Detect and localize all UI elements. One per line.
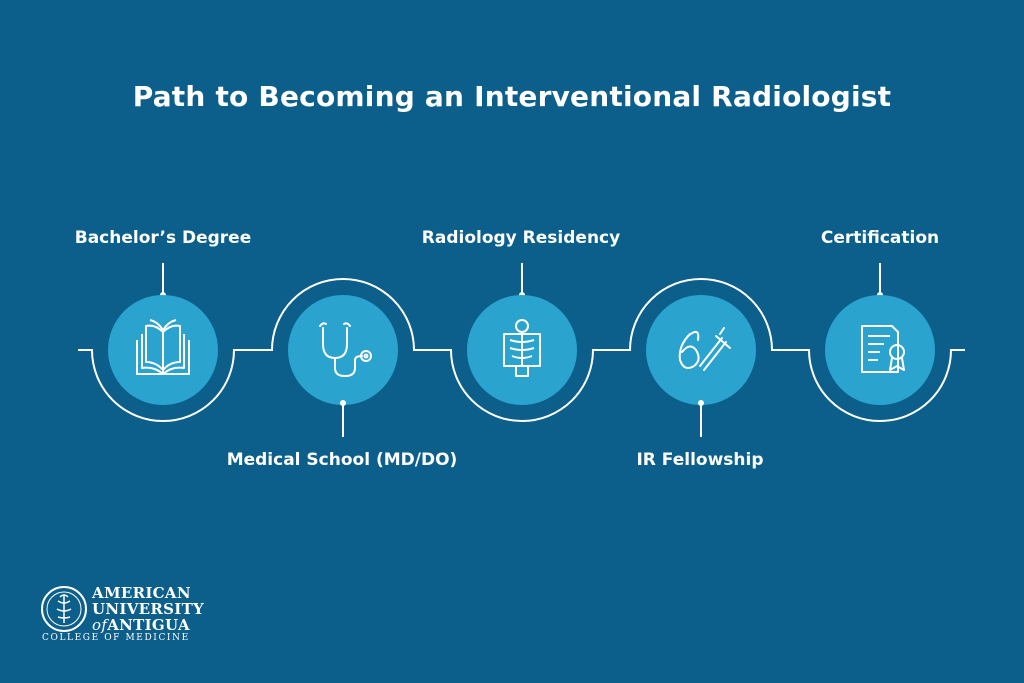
step-medical-school	[288, 295, 398, 437]
logo-antigua: ANTIGUA	[107, 616, 190, 634]
step-bachelors	[108, 263, 218, 405]
logo-of: of	[92, 616, 108, 634]
book-icon	[136, 319, 190, 375]
stethoscope-icon	[319, 322, 372, 378]
logo-line-2: UNIVERSITY	[92, 600, 205, 618]
step-label-medical-school: Medical School (MD/DO)	[226, 450, 458, 470]
logo-line-3: ofANTIGUA	[92, 617, 204, 633]
connector-path	[78, 278, 965, 422]
logo-line-1: AMERICAN	[92, 584, 191, 602]
page-title: Path to Becoming an Interventional Radio…	[132, 80, 892, 113]
university-logo: AMERICAN UNIVERSITY ofANTIGUA COLLEGE OF…	[40, 585, 210, 647]
logo-wordmark: AMERICAN UNIVERSITY ofANTIGUA	[92, 585, 204, 633]
step-label-certification: Certification	[820, 228, 940, 248]
step-label-ir-fellowship: IR Fellowship	[636, 450, 764, 470]
catheter-icon	[678, 327, 731, 371]
logo-subtitle: COLLEGE OF MEDICINE	[42, 633, 190, 643]
xray-icon	[503, 319, 541, 377]
seal-icon	[41, 586, 87, 632]
step-label-radiology-residency: Radiology Residency	[421, 228, 621, 248]
certificate-icon	[861, 325, 905, 373]
step-label-bachelors: Bachelor’s Degree	[74, 228, 252, 248]
step-radiology-residency	[467, 263, 577, 405]
step-certification	[825, 263, 935, 405]
step-ir-fellowship	[646, 295, 756, 437]
